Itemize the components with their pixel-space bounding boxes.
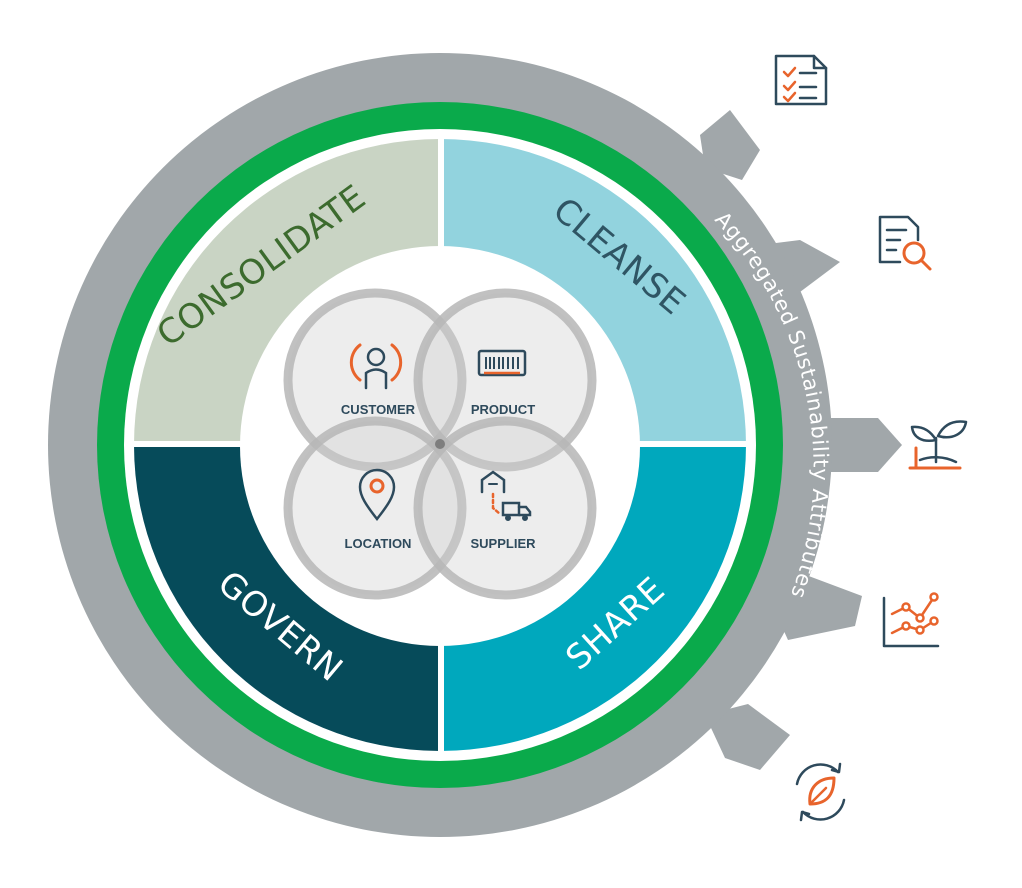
line-chart-icon [882,592,940,648]
connector-arrow-5 [705,704,790,770]
barcode-icon [477,349,527,377]
entity-label-product: PRODUCT [471,402,535,417]
entity-circle-customer[interactable] [283,288,467,472]
entity-circle-location[interactable] [283,416,467,600]
customer-icon [349,343,403,390]
entity-circles [283,288,597,600]
leaf-recycle-icon [795,762,846,822]
plant-growth-icon [908,420,968,470]
center-dot [435,439,445,449]
entity-circle-supplier[interactable] [413,416,597,600]
entity-label-customer: CUSTOMER [341,402,416,417]
supplier-warehouse-truck-icon [480,470,532,521]
checklist-document-icon [774,54,828,106]
document-search-icon [878,215,932,271]
connector-arrow-1 [700,110,760,180]
location-pin-icon [358,468,396,522]
entity-circle-product[interactable] [413,288,597,472]
entity-label-supplier: SUPPLIER [470,536,536,551]
entity-label-location: LOCATION [345,536,412,551]
